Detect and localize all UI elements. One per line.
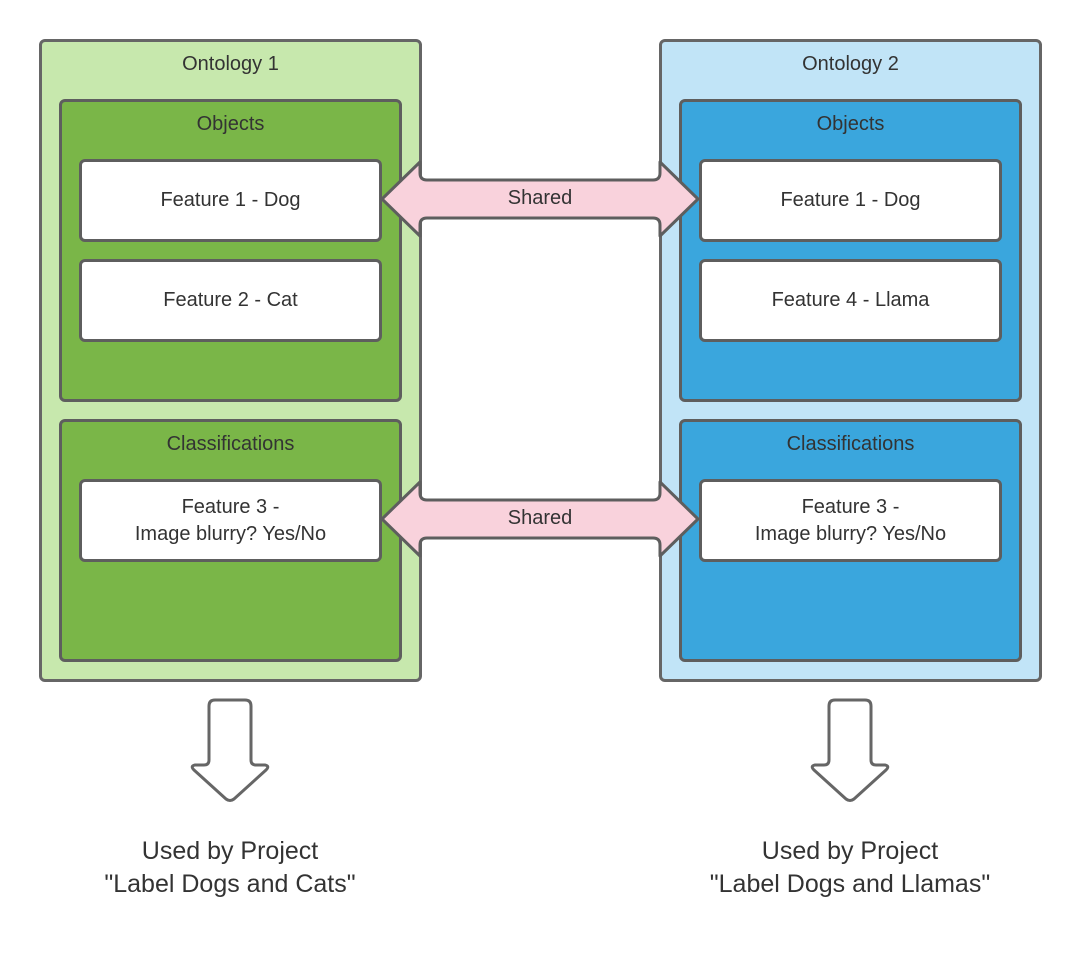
ontology-2-project-caption: Used by Project "Label Dogs and Llamas" [709,837,991,898]
ontology-2-objects-title: Objects [816,113,885,135]
down-arrow-icon [810,698,890,802]
double-arrow-icon [380,480,700,558]
ontology-1-project-caption: Used by Project "Label Dogs and Cats" [104,837,356,898]
shared-label-2: Shared [508,507,573,529]
ontology-2-feature-dog: Feature 1 - Dog [699,159,1002,242]
down-arrow-icon [190,698,270,802]
ontology-2-classifications-title: Classifications [786,433,915,455]
ontology-1-objects-title: Objects [196,113,265,135]
ontology-1-feature-cat: Feature 2 - Cat [79,259,382,342]
ontology-2-feature-blurry: Feature 3 - Image blurry? Yes/No [699,479,1002,562]
ontology-1-classifications-title: Classifications [166,433,295,455]
double-arrow-icon [380,160,700,238]
ontology-1-title: Ontology 1 [182,53,279,75]
ontology-2-objects-section: Objects [679,99,1022,402]
ontology-1-feature-dog: Feature 1 - Dog [79,159,382,242]
shared-label-1: Shared [508,187,573,209]
ontology-1-feature-blurry: Feature 3 - Image blurry? Yes/No [79,479,382,562]
shared-arrow-classifications: Shared [380,480,700,558]
shared-arrow-objects: Shared [380,160,700,238]
ontology-2-title: Ontology 2 [802,53,899,75]
ontology-1-objects-section: Objects [59,99,402,402]
ontology-2-feature-llama: Feature 4 - Llama [699,259,1002,342]
